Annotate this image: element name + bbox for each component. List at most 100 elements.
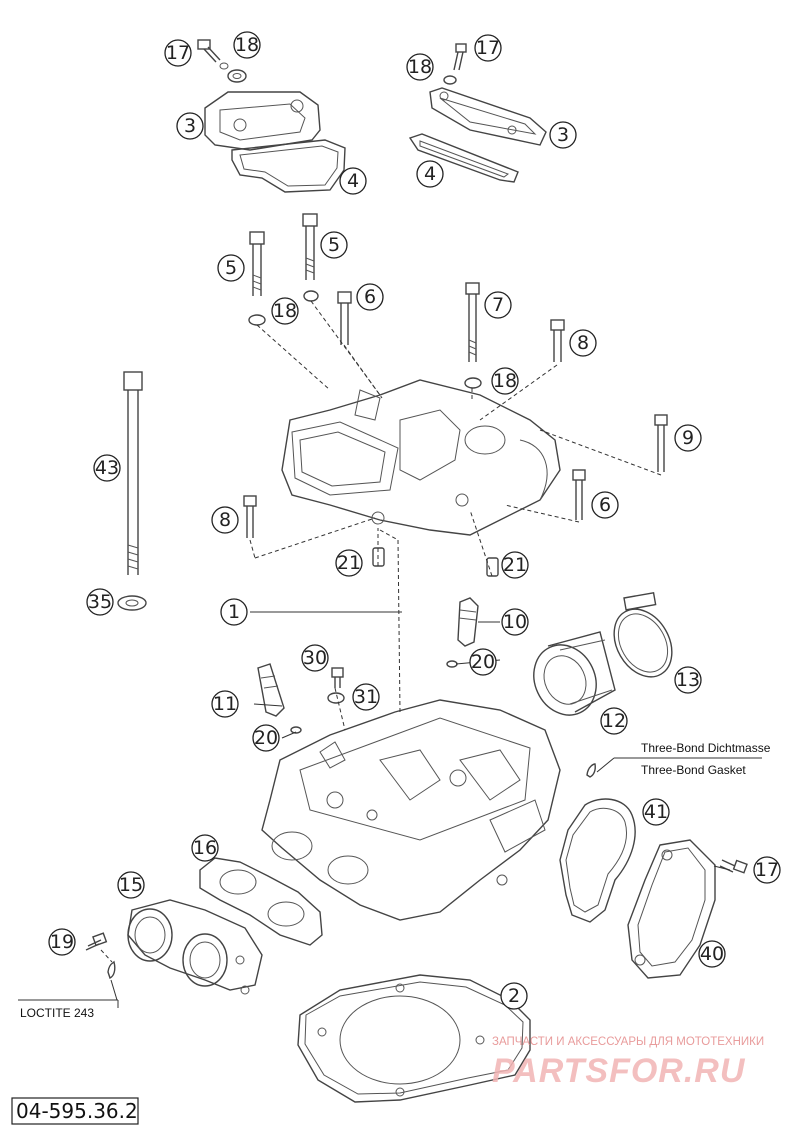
bolt-30 xyxy=(331,667,344,688)
sealant-note-de: Three-Bond Dichtmasse xyxy=(641,741,771,755)
callout-5-right: 5 xyxy=(320,231,348,259)
svg-text:43: 43 xyxy=(95,457,119,479)
bolt-7 xyxy=(464,282,482,389)
bolt-17-right xyxy=(719,859,748,874)
cover-40 xyxy=(627,839,716,979)
bolt-6-right xyxy=(572,469,586,520)
svg-text:8: 8 xyxy=(577,332,589,354)
valve-guide-11 xyxy=(257,663,285,717)
hose-clamp-13 xyxy=(613,591,673,678)
svg-text:17: 17 xyxy=(476,37,500,59)
svg-text:18: 18 xyxy=(235,34,259,56)
bolt-19 xyxy=(85,932,108,951)
callout-11: 11 xyxy=(211,690,239,718)
callout-17-right: 17 xyxy=(753,856,781,884)
svg-text:19: 19 xyxy=(50,931,74,953)
svg-text:15: 15 xyxy=(119,874,143,896)
svg-text:LOCTITE 243: LOCTITE 243 xyxy=(20,1006,94,1020)
callout-6-top: 6 xyxy=(356,283,384,311)
svg-text:41: 41 xyxy=(644,801,668,823)
svg-text:21: 21 xyxy=(503,554,527,576)
valve-cover-left xyxy=(204,91,321,151)
callout-20-left: 20 xyxy=(252,724,280,752)
intake-boot-12 xyxy=(533,631,616,716)
watermark: ЗАПЧАСТИ И АКСЕССУАРЫ ДЛЯ МОТОТЕХНИКИ PA… xyxy=(492,1036,764,1090)
gasket-left xyxy=(231,139,346,193)
callout-20-right: 20 xyxy=(469,648,497,676)
svg-text:2: 2 xyxy=(508,985,520,1007)
intake-manifold-15 xyxy=(127,899,263,995)
callout-18-mid-right: 18 xyxy=(491,367,519,395)
svg-text:10: 10 xyxy=(503,611,527,633)
svg-text:20: 20 xyxy=(254,727,278,749)
callout-4-top-right: 4 xyxy=(416,160,444,188)
svg-text:31: 31 xyxy=(354,686,378,708)
svg-text:12: 12 xyxy=(602,710,626,732)
callout-3-top-left: 3 xyxy=(176,112,204,140)
svg-text:18: 18 xyxy=(273,300,297,322)
svg-text:13: 13 xyxy=(676,669,700,691)
svg-text:18: 18 xyxy=(408,56,432,78)
svg-text:3: 3 xyxy=(184,115,196,137)
dowel-21-right xyxy=(486,557,499,577)
callout-17-top-left: 17 xyxy=(164,39,192,67)
washer-35 xyxy=(117,595,147,611)
svg-text:4: 4 xyxy=(347,170,359,192)
callout-18-top-right: 18 xyxy=(406,53,434,81)
callout-8-top: 8 xyxy=(569,329,597,357)
svg-text:30: 30 xyxy=(303,647,327,669)
callout-4-top-left: 4 xyxy=(339,167,367,195)
loctite-drop-icon xyxy=(107,960,116,979)
svg-text:1: 1 xyxy=(228,601,240,623)
head-gasket-2 xyxy=(297,974,531,1103)
valve-cover-right xyxy=(429,87,547,146)
bolt-6-top xyxy=(337,291,352,345)
callout-19: 19 xyxy=(48,928,76,956)
svg-text:3: 3 xyxy=(557,124,569,146)
svg-text:7: 7 xyxy=(492,294,504,316)
callout-2: 2 xyxy=(500,982,528,1010)
svg-text:18: 18 xyxy=(493,370,517,392)
bolt-17-top-right xyxy=(453,43,467,71)
svg-text:17: 17 xyxy=(755,859,779,881)
callout-17-top-right: 17 xyxy=(474,34,502,62)
svg-text:6: 6 xyxy=(364,286,376,308)
washer-18-top-right xyxy=(443,75,457,85)
callout-21-right: 21 xyxy=(501,551,529,579)
callout-31: 31 xyxy=(352,683,380,711)
svg-text:04-595.36.2: 04-595.36.2 xyxy=(16,1099,138,1123)
callout-10: 10 xyxy=(501,608,529,636)
callout-3-top-right: 3 xyxy=(549,121,577,149)
sealant-drop-icon xyxy=(586,763,596,778)
gasket-16 xyxy=(199,857,323,946)
bolt-5-right xyxy=(302,213,319,302)
svg-text:5: 5 xyxy=(328,234,340,256)
callout-6-right: 6 xyxy=(591,491,619,519)
callout-41: 41 xyxy=(642,798,670,826)
loctite-label: LOCTITE 243 xyxy=(18,999,119,1020)
callout-18-mid-left: 18 xyxy=(271,297,299,325)
leader-lines xyxy=(100,300,762,1001)
callout-40: 40 xyxy=(698,940,726,968)
svg-text:20: 20 xyxy=(471,651,495,673)
callout-5-left: 5 xyxy=(217,254,245,282)
bolt-17-top-left xyxy=(197,39,229,70)
callout-12: 12 xyxy=(600,707,628,735)
callout-1: 1 xyxy=(220,598,248,626)
callout-43: 43 xyxy=(93,454,121,482)
svg-text:6: 6 xyxy=(599,494,611,516)
svg-text:40: 40 xyxy=(700,943,724,965)
callout-35: 35 xyxy=(86,588,114,616)
callout-13: 13 xyxy=(674,666,702,694)
callout-16: 16 xyxy=(191,834,219,862)
washer-31 xyxy=(327,692,345,704)
callout-9: 9 xyxy=(674,424,702,452)
svg-text:35: 35 xyxy=(88,591,112,613)
camshaft-carrier xyxy=(281,379,561,536)
gasket-right xyxy=(408,133,519,183)
svg-text:5: 5 xyxy=(225,257,237,279)
svg-text:PARTSFOR.RU: PARTSFOR.RU xyxy=(492,1052,746,1090)
seal-20-right xyxy=(446,660,458,668)
callout-7: 7 xyxy=(484,291,512,319)
